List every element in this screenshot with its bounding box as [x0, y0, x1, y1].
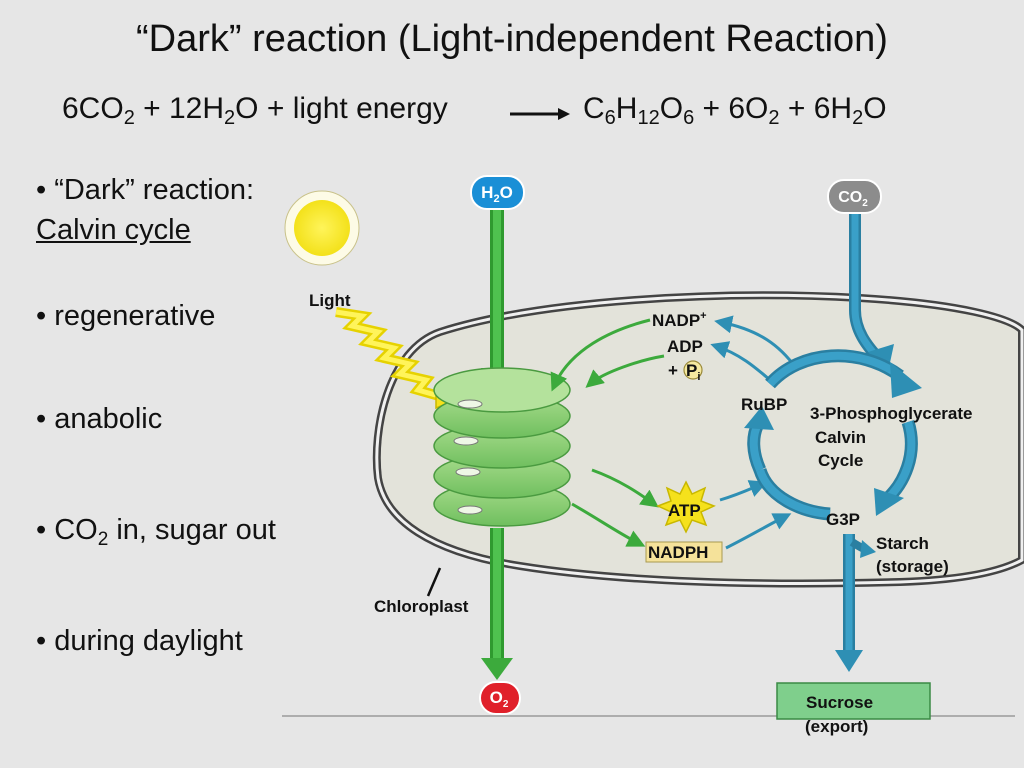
equation-arrow	[510, 108, 570, 120]
nadph-to-cycle-arrow	[725, 513, 792, 550]
o2-badge: O2	[479, 681, 521, 715]
adp-label: ADP	[667, 337, 703, 356]
atp-to-cycle-arrow	[719, 480, 768, 502]
svg-text:H2O: H2O	[481, 183, 513, 205]
nadph-label: NADPH	[648, 543, 708, 562]
cycle-label: Cycle	[818, 451, 863, 470]
equation-left-side: 6CO2 + 12H2O + light energy	[62, 92, 448, 129]
granum-to-nadph-arrow	[571, 502, 646, 547]
calvin-cycle-ring	[744, 349, 922, 521]
bullet-regenerative: • regenerative	[36, 300, 216, 332]
adp-to-granum-arrow	[585, 354, 665, 388]
pga-label: 3-Phosphoglycerate	[810, 404, 973, 423]
atp-star-icon	[656, 480, 716, 534]
slide-title: “Dark” reaction (Light-independent React…	[136, 18, 888, 60]
thylakoid-granum	[433, 367, 571, 527]
bullet-during-daylight: • during daylight	[36, 625, 243, 657]
cycle-to-adp-arrow	[710, 341, 771, 382]
equation-right-side: C6H12O6 + 6O2 + 6H2O	[583, 92, 887, 129]
bullet-anabolic: • anabolic	[36, 403, 163, 435]
h2o-badge: H2O	[470, 175, 525, 210]
nadp-label: NADP+	[652, 310, 707, 330]
chloroplast-label: Chloroplast	[374, 597, 469, 616]
starch-label: Starch	[876, 534, 929, 553]
granum-to-atp-arrow	[591, 468, 659, 508]
co2-badge: CO2	[827, 179, 882, 214]
sucrose-label: Sucrose	[806, 693, 873, 712]
pi-label: Pi	[686, 361, 700, 383]
export-label: (export)	[805, 717, 868, 736]
rubp-label: RuBP	[741, 395, 787, 414]
svg-text:O2: O2	[490, 688, 509, 710]
svg-text:CO2: CO2	[838, 189, 868, 209]
bullet-dark-reaction: • “Dark” reaction:	[36, 174, 255, 206]
bullet-calvin-cycle: Calvin cycle	[36, 214, 191, 246]
calvin-label: Calvin	[815, 428, 866, 447]
nadp-to-granum-arrow	[550, 318, 651, 392]
light-label: Light	[309, 291, 351, 310]
plus-label: +	[668, 361, 678, 380]
storage-label: (storage)	[876, 557, 949, 576]
pi-circle	[683, 360, 703, 380]
atp-label: ATP	[668, 501, 701, 520]
sucrose-box	[776, 682, 931, 720]
bullet-co2-in-sugar-out: • CO2 in, sugar out	[36, 514, 276, 550]
eq-co2: 6CO	[62, 92, 124, 125]
nadph-box	[645, 541, 723, 563]
g3p-label: G3P	[826, 510, 860, 529]
sun-icon	[284, 190, 360, 266]
chloroplast-pointer	[426, 567, 442, 597]
